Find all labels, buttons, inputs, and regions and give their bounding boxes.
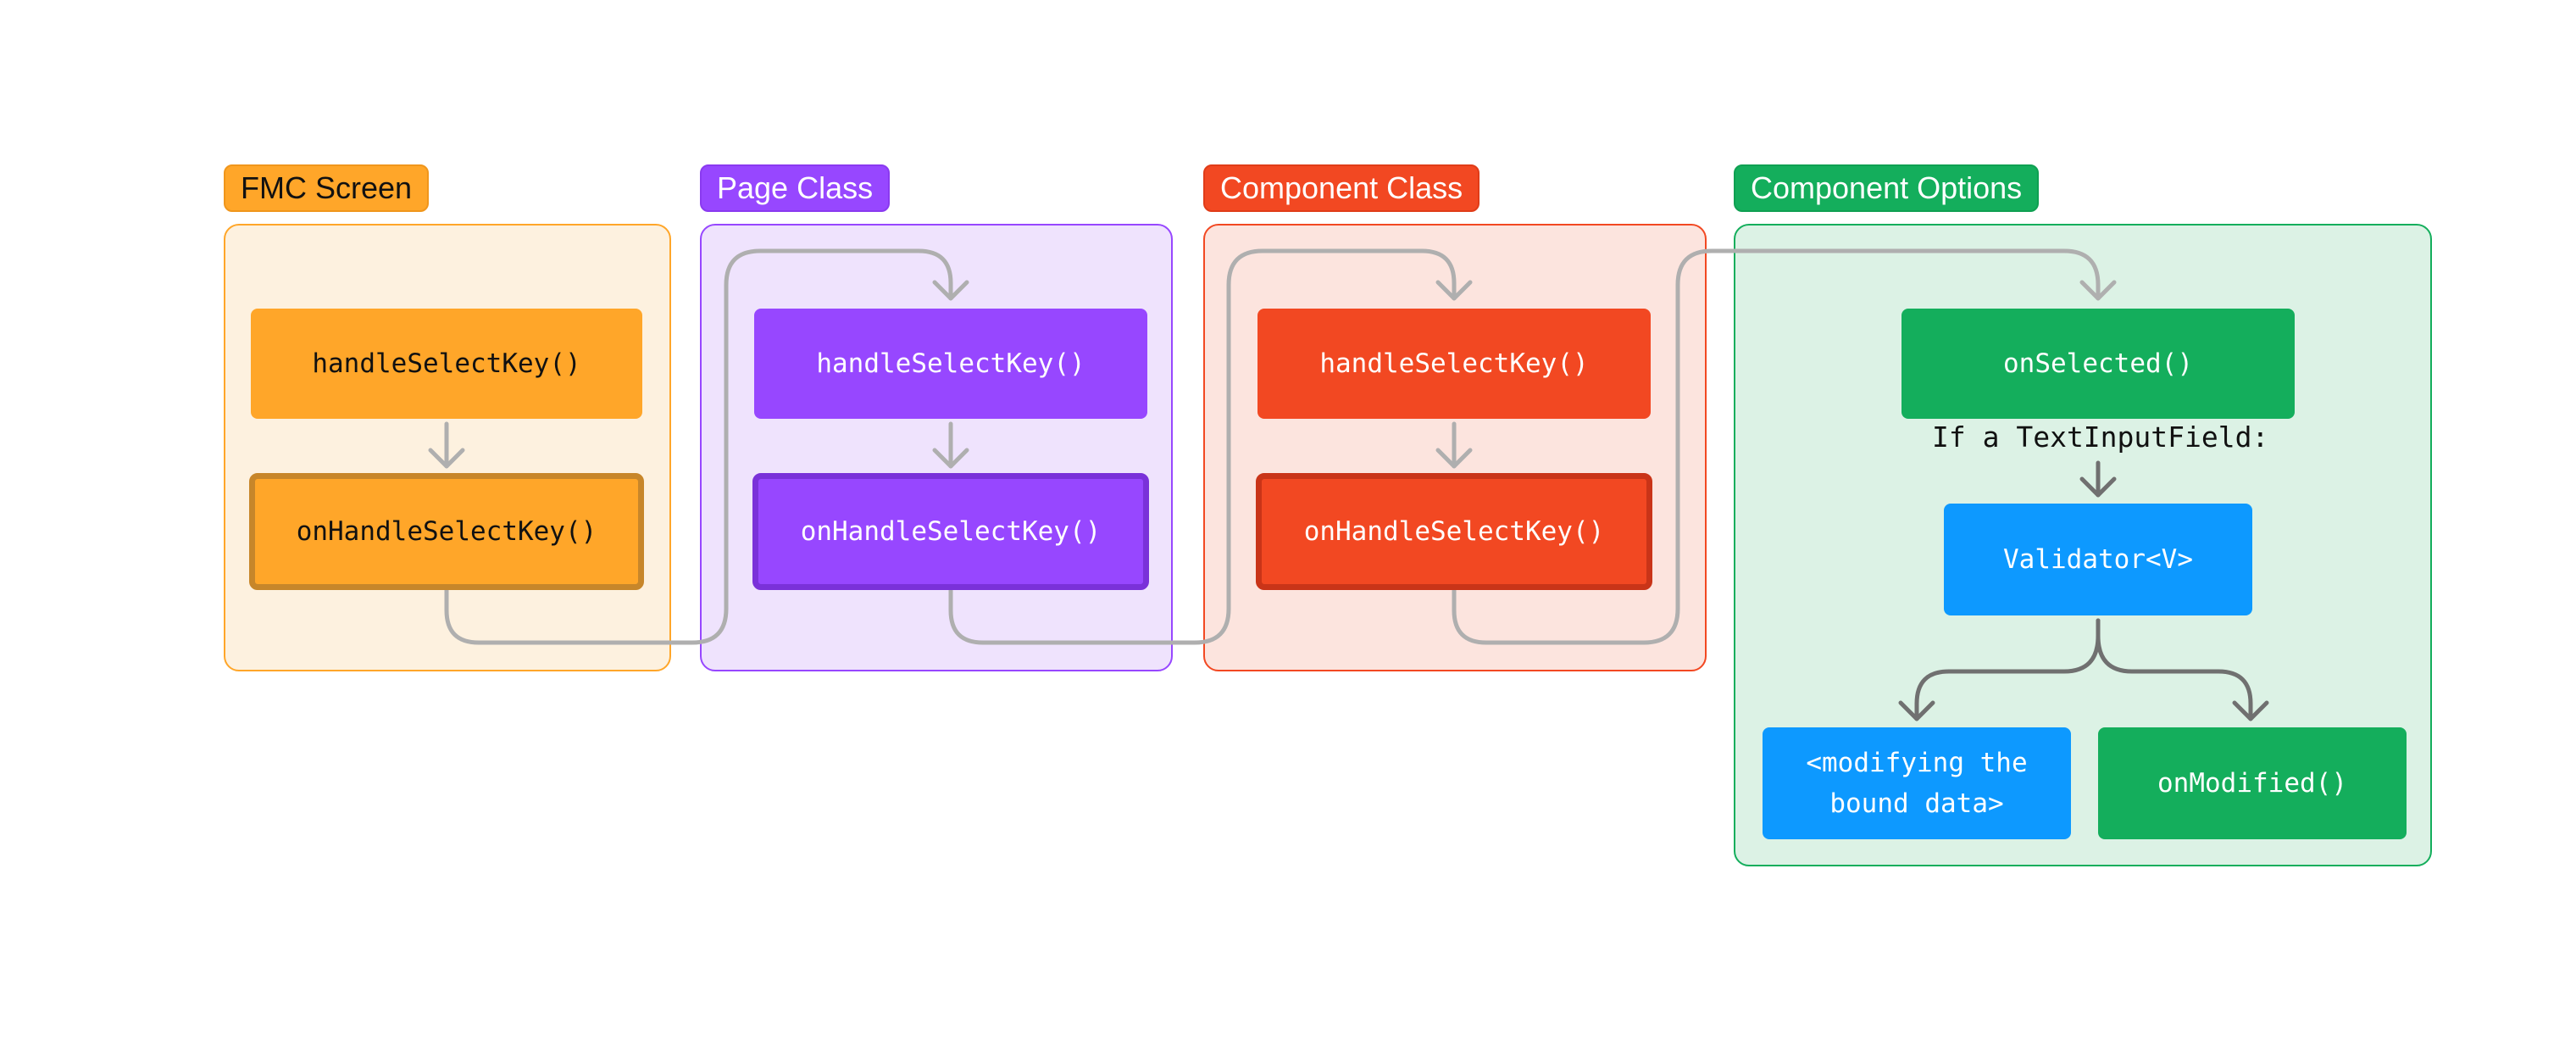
modifying-bound-data-line2: bound data> <box>1829 788 2004 819</box>
component-on-handle-select-key-node: onHandleSelectKey() <box>1256 473 1652 590</box>
modifying-bound-data-node: <modifying the bound data> <box>1763 727 2071 839</box>
group-fmc-screen <box>224 224 671 671</box>
text-input-condition-label: If a TextInputField: <box>1932 420 2269 454</box>
on-modified-node: onModified() <box>2098 727 2407 839</box>
fmc-on-handle-select-key-node: onHandleSelectKey() <box>249 473 644 590</box>
page-on-handle-select-key-node: onHandleSelectKey() <box>752 473 1149 590</box>
page-handle-select-key-node: handleSelectKey() <box>754 309 1147 419</box>
group-page-class <box>700 224 1173 671</box>
page-class-tag: Page Class <box>700 164 891 212</box>
fmc-handle-select-key-node: handleSelectKey() <box>251 309 642 419</box>
group-component-class <box>1203 224 1707 671</box>
modifying-bound-data-line1: <modifying the <box>1806 748 2028 778</box>
on-selected-node: onSelected() <box>1901 309 2295 419</box>
fmc-screen-tag: FMC Screen <box>224 164 430 212</box>
component-class-tag: Component Class <box>1203 164 1480 212</box>
component-options-tag: Component Options <box>1734 164 2040 212</box>
validator-node: Validator<V> <box>1944 504 2252 615</box>
component-handle-select-key-node: handleSelectKey() <box>1257 309 1651 419</box>
